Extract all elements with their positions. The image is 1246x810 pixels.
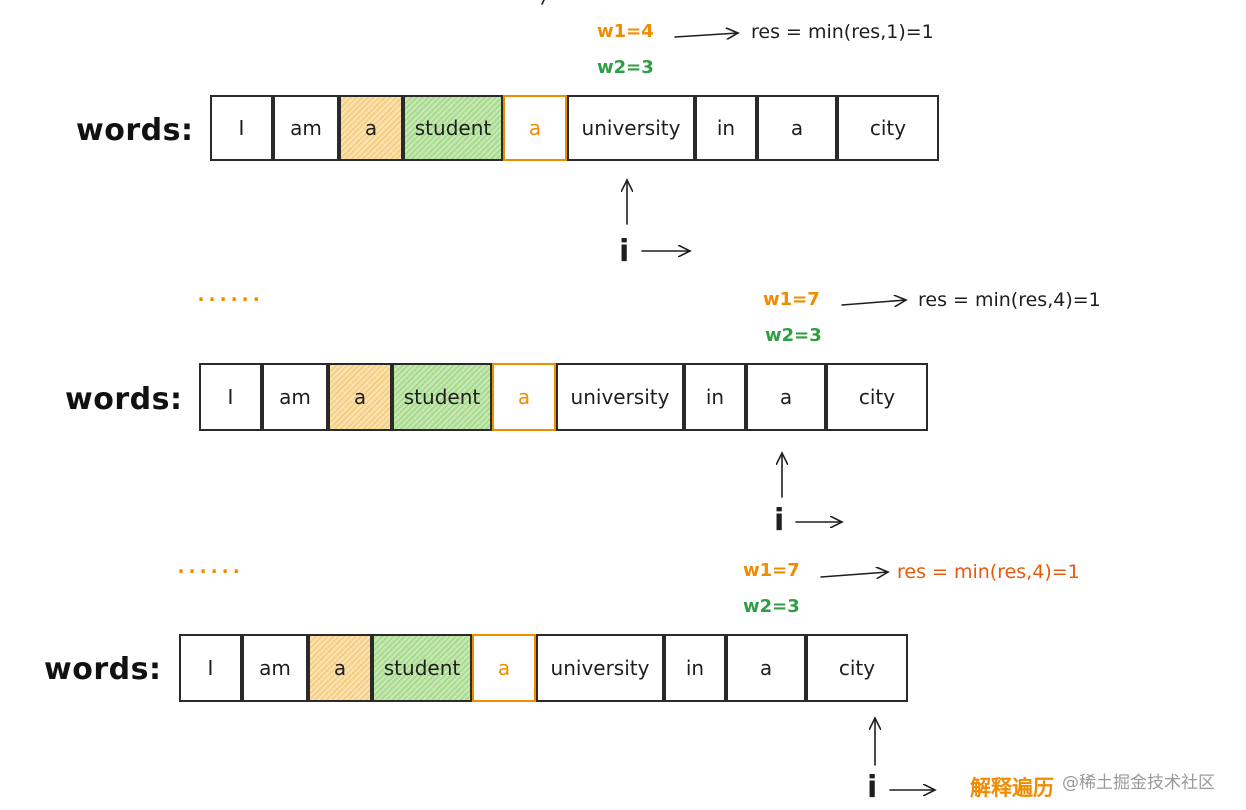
- word-cell: in: [695, 95, 757, 161]
- words-label: words:: [44, 652, 162, 687]
- w2-label: w2=3: [743, 596, 800, 617]
- res-expression: res = min(res,4)=1: [897, 561, 1080, 583]
- pointer-i-label: i: [867, 770, 878, 805]
- w1-label: w1=4: [597, 21, 654, 42]
- word-cell: I: [210, 95, 273, 161]
- word-cell-w1-match: a: [492, 363, 556, 431]
- res-arrow: [820, 572, 888, 577]
- caption: 解释遍历: [970, 776, 1054, 800]
- word-cell: I: [199, 363, 262, 431]
- words-label: words:: [76, 113, 194, 148]
- w2-label: w2=3: [597, 57, 654, 78]
- word-cell-w2-match: student: [403, 95, 503, 161]
- pointer-i-label: i: [774, 503, 785, 538]
- words-label: words:: [65, 382, 183, 417]
- word-cell-w1-match: a: [339, 95, 403, 161]
- word-cell: am: [273, 95, 339, 161]
- ellipsis-2: ......: [175, 554, 242, 578]
- word-cell: university: [556, 363, 684, 431]
- word-cell-w1-match: a: [328, 363, 392, 431]
- res-expression: res = min(res,1)=1: [751, 21, 934, 43]
- word-cell: in: [664, 634, 726, 702]
- res-arrow: [841, 300, 906, 305]
- word-cell: university: [536, 634, 664, 702]
- w1-label: w1=7: [763, 289, 820, 310]
- word-cell-current-w1: a: [746, 363, 826, 431]
- word-cell: a: [726, 634, 806, 702]
- word-cell: city: [837, 95, 939, 161]
- word-cell: am: [262, 363, 328, 431]
- word-cell-current: city: [806, 634, 908, 702]
- word-cell: I: [179, 634, 242, 702]
- word-cell-w1-match: a: [472, 634, 536, 702]
- w1-label: w1=7: [743, 560, 800, 581]
- ellipsis-1: ......: [195, 282, 262, 306]
- word-cell-w2-match: student: [392, 363, 492, 431]
- step-2: w1=7 w2=3 res = min(res,4)=1 words: I am…: [0, 0, 1246, 538]
- word-cell: city: [826, 363, 928, 431]
- word-cell: in: [684, 363, 746, 431]
- word-cell: university: [567, 95, 695, 161]
- word-cell: am: [242, 634, 308, 702]
- res-expression: res = min(res,4)=1: [918, 289, 1101, 311]
- watermark: @稀土掘金技术社区: [1062, 773, 1215, 793]
- word-cell-w2-match: student: [372, 634, 472, 702]
- pointer-i-label: i: [619, 234, 630, 269]
- word-cell: a: [757, 95, 837, 161]
- w2-label: w2=3: [765, 325, 822, 346]
- word-cell-w1-match: a: [308, 634, 372, 702]
- step-1: w1=4 w2=3 res = min(res,1)=1 words: I am…: [0, 0, 1246, 270]
- word-cell-current-w1: a: [503, 95, 567, 161]
